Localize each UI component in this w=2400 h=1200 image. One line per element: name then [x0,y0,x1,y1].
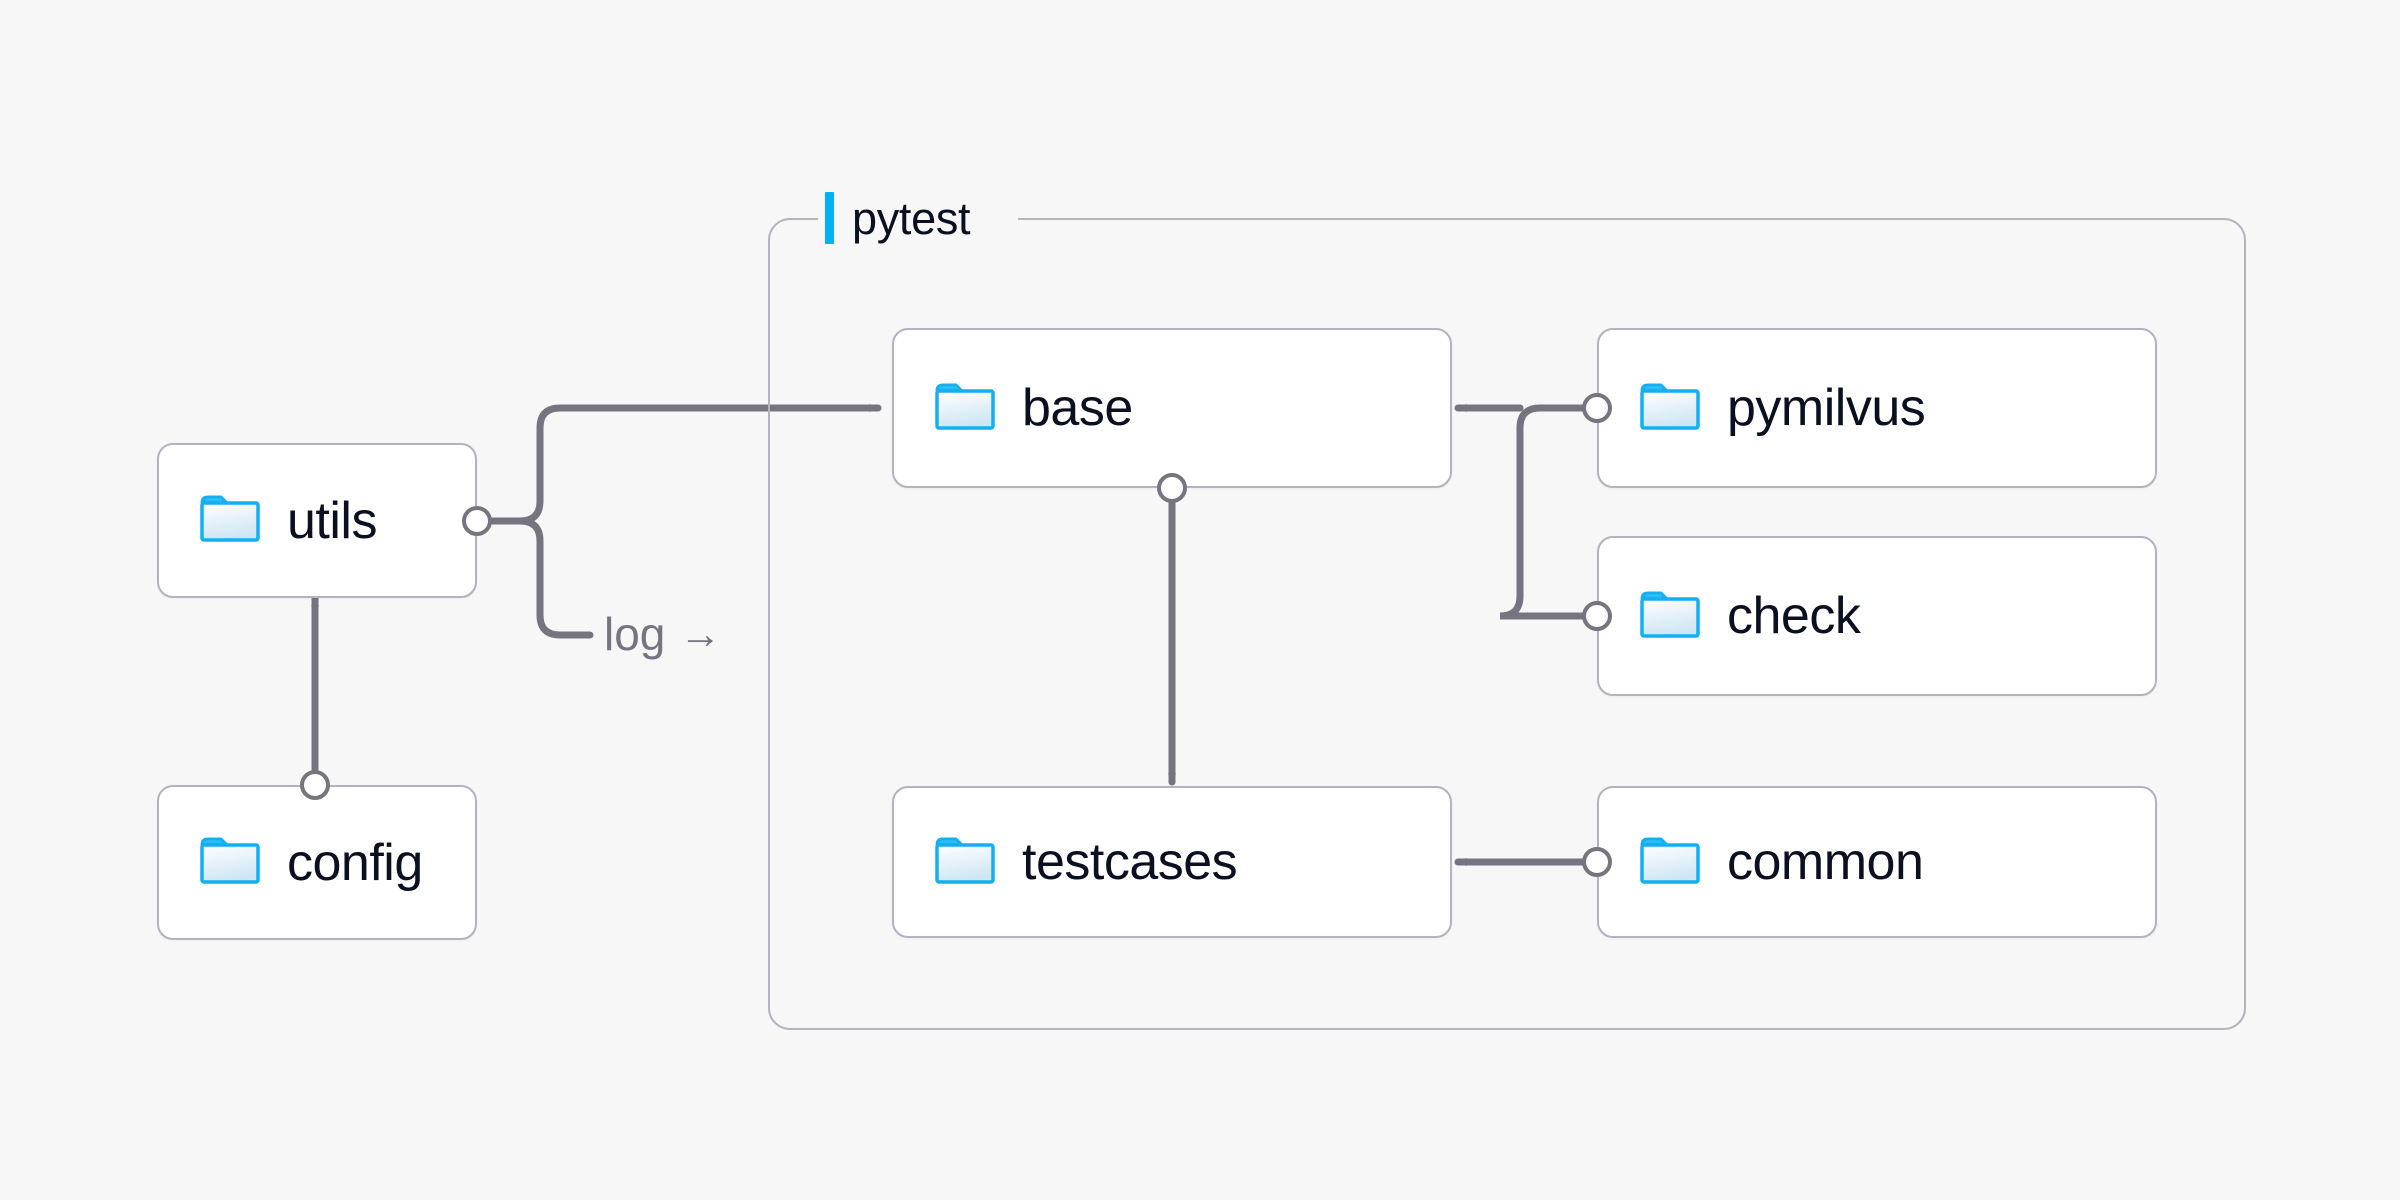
node-label: common [1727,833,1924,891]
group-label-backdrop [818,196,1018,240]
port-utils-right[interactable] [462,506,492,536]
node-base[interactable]: base [892,328,1452,488]
node-label: pymilvus [1727,379,1926,437]
folder-icon [934,834,996,891]
node-pymilvus[interactable]: pymilvus [1597,328,2157,488]
node-common[interactable]: common [1597,786,2157,938]
port-pymilvus-left[interactable] [1582,393,1612,423]
edge-label-text: log [604,608,666,660]
edge-label-log: log → [604,611,721,657]
node-label: testcases [1022,833,1238,891]
port-config-top[interactable] [300,770,330,800]
node-check[interactable]: check [1597,536,2157,696]
group-label-pytest: pytest [825,192,971,244]
node-label: base [1022,379,1133,437]
node-testcases[interactable]: testcases [892,786,1452,938]
folder-icon [199,834,261,891]
group-label-text: pytest [852,192,971,244]
folder-icon [1639,588,1701,645]
node-label: utils [287,491,377,550]
wire-utils-to-log [485,517,594,639]
port-base-bottom[interactable] [1157,473,1187,503]
accent-bar-icon [825,192,834,244]
port-common-left[interactable] [1582,847,1612,877]
folder-icon [1639,834,1701,891]
node-config[interactable]: config [157,785,477,940]
node-label: check [1727,587,1861,645]
node-utils[interactable]: utils [157,443,477,598]
folder-icon [1639,380,1701,437]
group-frame-pytest [768,218,2246,1030]
port-check-left[interactable] [1582,601,1612,631]
node-label: config [287,833,423,892]
arrow-right-icon: → [679,610,722,657]
folder-icon [934,380,996,437]
folder-icon [199,492,261,549]
